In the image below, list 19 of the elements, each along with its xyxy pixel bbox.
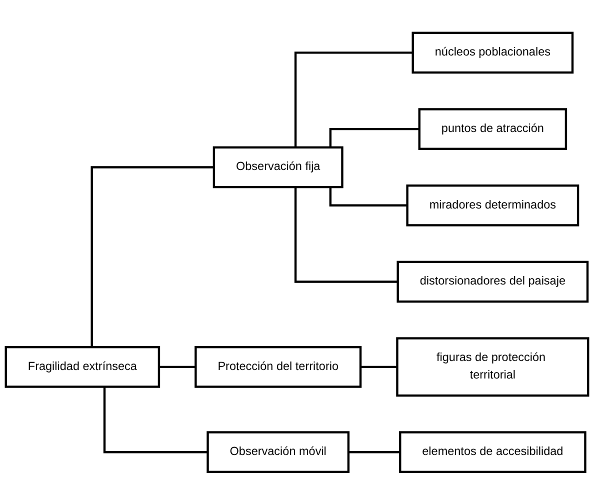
connector (347, 450, 400, 453)
node-box: núcleos poblacionales (412, 31, 574, 74)
connector (294, 51, 413, 147)
node-box: Protección del territorio (194, 346, 362, 388)
connector (103, 386, 208, 453)
node-box: puntos de atracción (418, 108, 568, 150)
node-box: elementos de accesibilidad (399, 430, 586, 473)
node-box: Fragilidad extrínseca (4, 346, 160, 388)
connector (359, 365, 398, 368)
node-box: miradores determinados (406, 184, 580, 226)
connector (294, 186, 398, 282)
connector (329, 186, 408, 206)
connector (329, 128, 420, 147)
connector (158, 365, 196, 368)
node-box: Observación fija (212, 146, 344, 188)
node-box: figuras de protección territorial (396, 336, 590, 396)
node-box: distorsionadores del paisaje (396, 260, 589, 302)
connector (90, 166, 214, 347)
node-box: Observación móvil (206, 430, 350, 473)
